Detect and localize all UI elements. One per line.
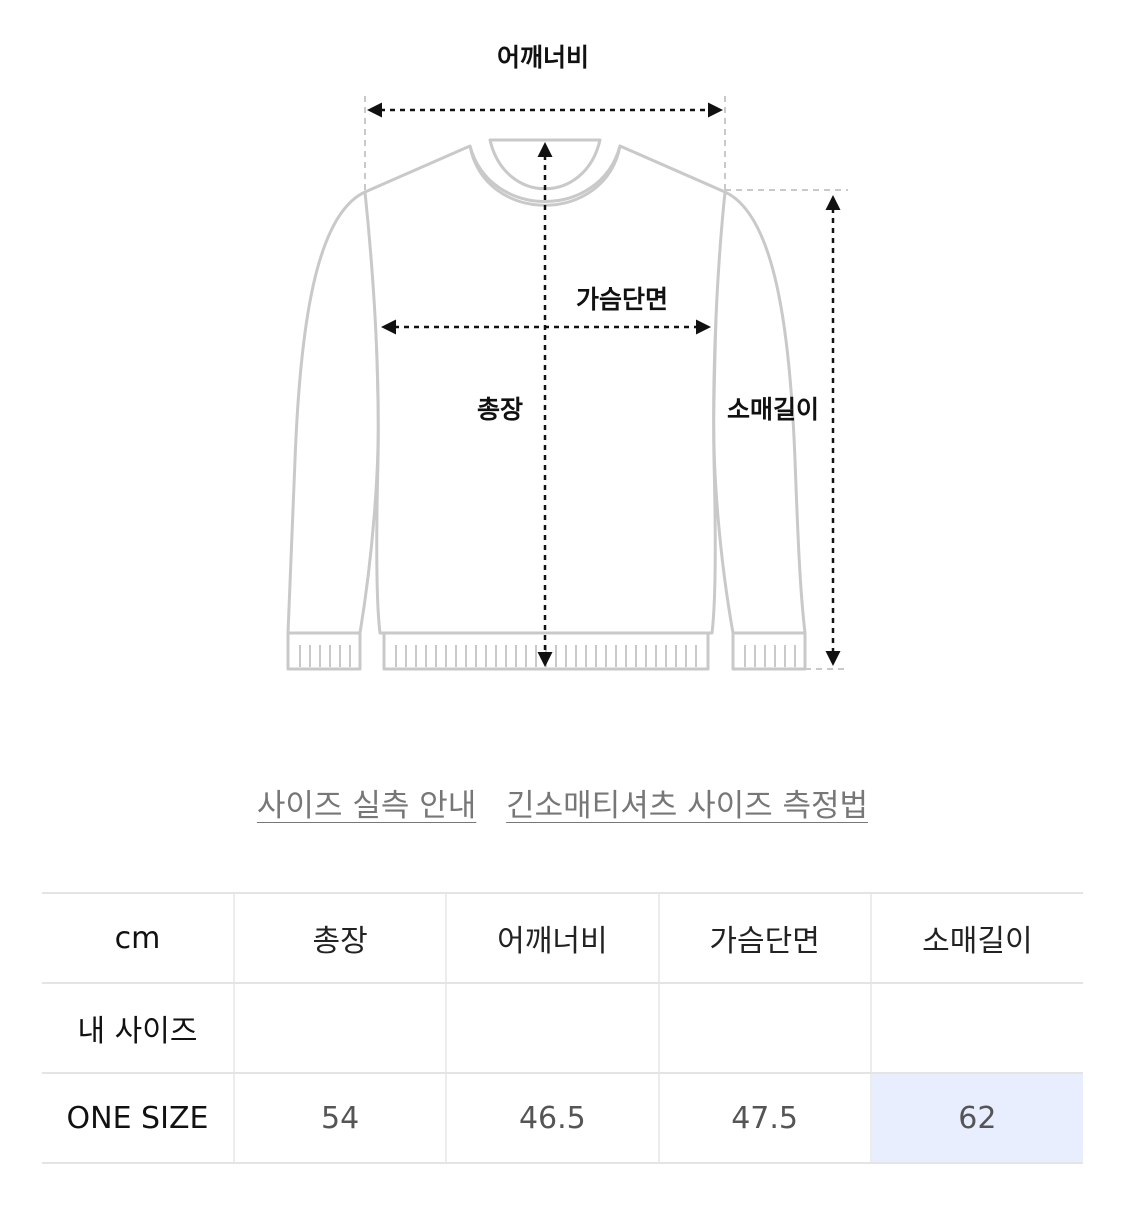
header-length: 총장 xyxy=(232,892,447,984)
size-table: cm 총장 어깨너비 가슴단면 소매길이 내 사이즈 ONE SIZE 54 4… xyxy=(42,892,1083,1164)
size-label: ONE SIZE xyxy=(42,1072,234,1164)
sleeve-value: 62 xyxy=(869,1072,1083,1164)
chest-label: 가슴단면 xyxy=(576,285,668,314)
sleeve-label: 소매길이 xyxy=(727,395,819,424)
header-chest: 가슴단면 xyxy=(657,892,871,984)
guide-links: 사이즈 실측 안내 긴소매티셔츠 사이즈 측정법 xyxy=(0,780,1125,825)
my-size-cell[interactable] xyxy=(869,982,1083,1074)
size-guide-link[interactable]: 사이즈 실측 안내 xyxy=(256,788,477,824)
chest-value: 47.5 xyxy=(657,1072,871,1164)
guide-lines xyxy=(364,96,848,670)
my-size-cell[interactable] xyxy=(232,982,447,1074)
table-header-row: cm 총장 어깨너비 가슴단면 소매길이 xyxy=(42,892,1083,984)
my-size-cell[interactable] xyxy=(657,982,871,1074)
shoulder-label: 어깨너비 xyxy=(497,43,589,72)
my-size-row: 내 사이즈 xyxy=(42,982,1083,1074)
length-value: 54 xyxy=(232,1072,447,1164)
left-sleeve xyxy=(286,190,380,635)
sweatshirt-size-diagram: 어깨너비 가슴단면 총장 소매길이 xyxy=(286,43,848,671)
my-size-cell[interactable] xyxy=(445,982,659,1074)
measurement-method-link[interactable]: 긴소매티셔츠 사이즈 측정법 xyxy=(506,788,869,824)
table-row: ONE SIZE 54 46.5 47.5 62 xyxy=(42,1072,1083,1164)
header-shoulder: 어깨너비 xyxy=(445,892,659,984)
header-unit: cm xyxy=(42,892,234,984)
rib-lines xyxy=(299,645,796,667)
shoulder-value: 46.5 xyxy=(445,1072,659,1164)
my-size-label: 내 사이즈 xyxy=(42,982,234,1074)
length-label: 총장 xyxy=(477,395,523,424)
header-sleeve: 소매길이 xyxy=(869,892,1083,984)
